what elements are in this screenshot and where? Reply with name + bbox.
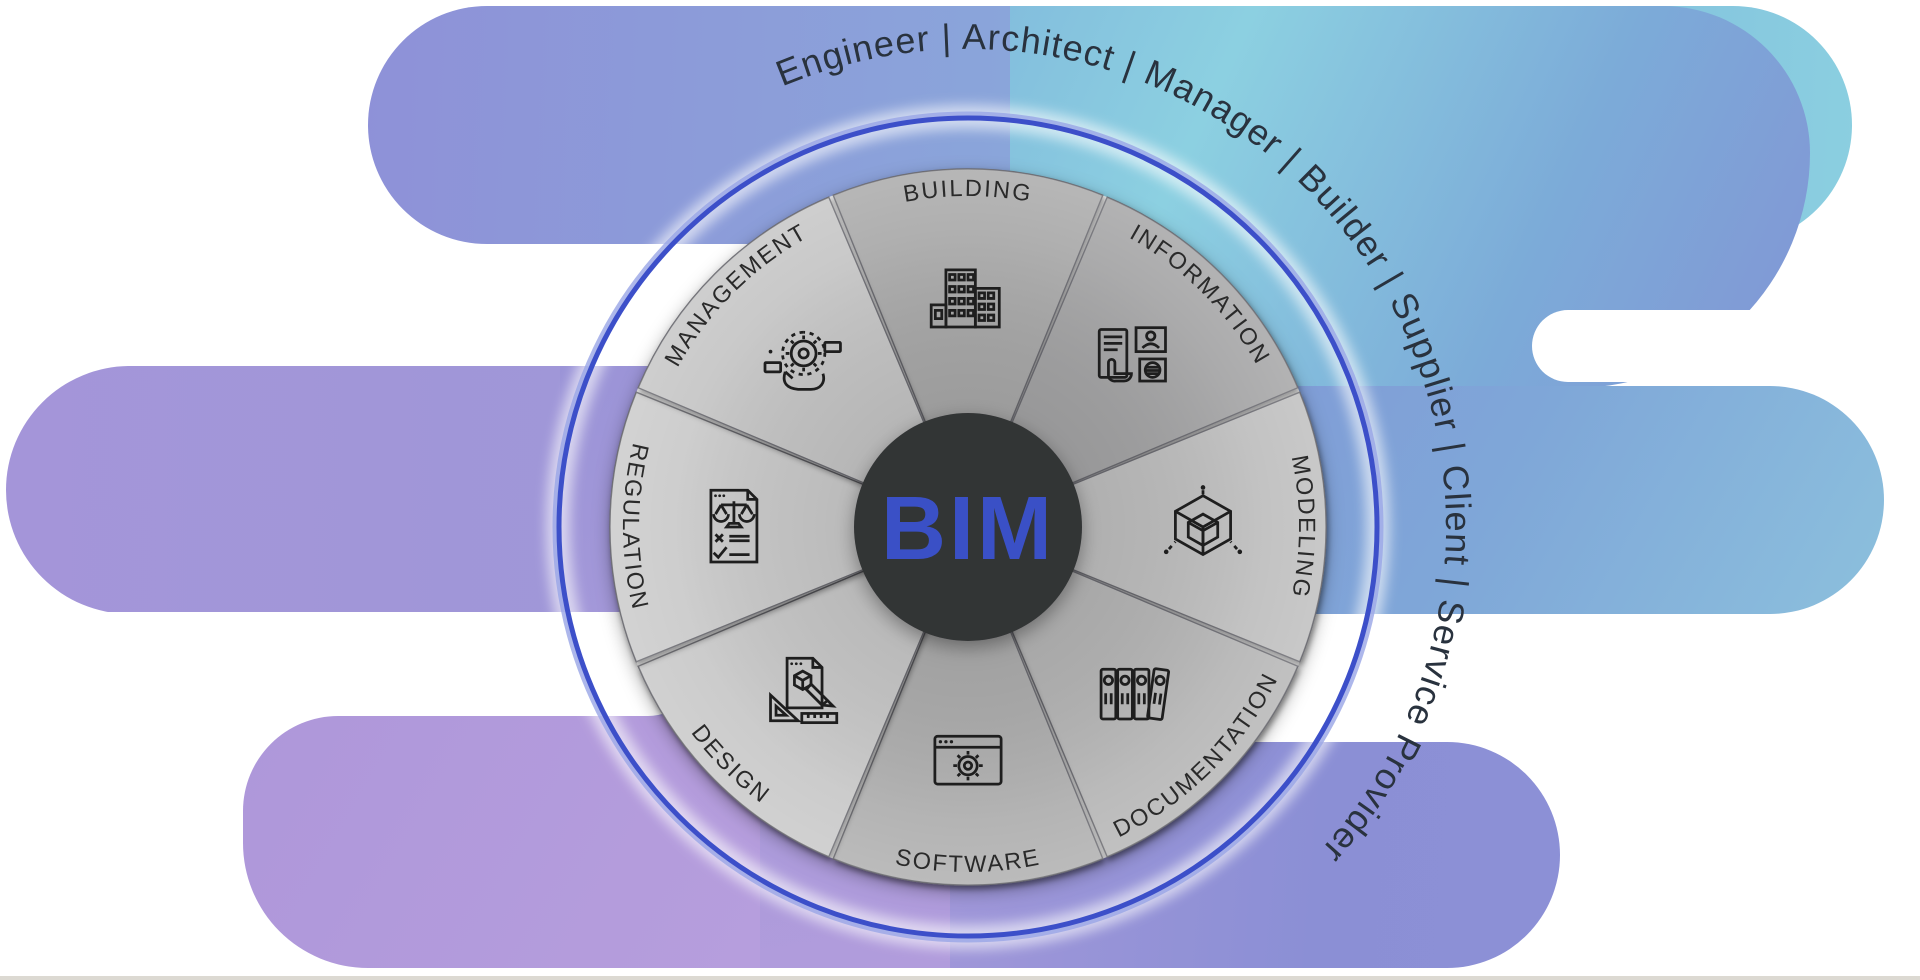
- management-icon: [763, 330, 842, 391]
- center-bim-text: BIM: [881, 479, 1055, 579]
- bottom-edge-strip: [0, 976, 1920, 980]
- regulation-icon: [709, 488, 759, 564]
- center-circle: [854, 413, 1082, 641]
- documentation-icon: [1099, 667, 1171, 721]
- building-icon: [929, 268, 1001, 329]
- software-icon: [933, 734, 1003, 786]
- background-blob-mid-left: [6, 366, 620, 614]
- outer-ring-soft: [552, 111, 1384, 943]
- information-icon: [1097, 326, 1167, 383]
- background-notch-right: [1532, 310, 1920, 382]
- design-icon: [769, 656, 839, 725]
- modeling-icon: [1163, 485, 1243, 557]
- background-blob-bottom-left: [243, 716, 760, 968]
- outer-ring: [556, 115, 1380, 939]
